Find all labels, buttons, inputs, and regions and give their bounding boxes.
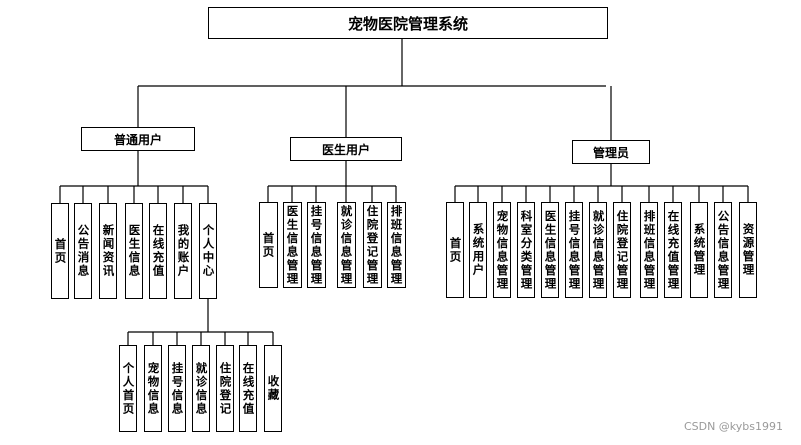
group-1-leaf-5: 排班信息管理 xyxy=(386,202,406,288)
personal-center-leaf-4: 住院登记 xyxy=(216,345,234,432)
system-title-box: 宠物医院管理系统 xyxy=(208,7,608,39)
group-0-leaf-4: 在线充值 xyxy=(149,203,167,299)
group-2-leaf-0: 首页 xyxy=(446,202,464,298)
group-2-leaf-5: 挂号信息管理 xyxy=(565,202,583,298)
group-0-leaf-6: 个人中心 xyxy=(199,203,217,299)
personal-center-leaf-2: 挂号信息 xyxy=(168,345,186,432)
group-1-leaf-0: 首页 xyxy=(258,202,278,288)
group-0-leaf-3: 医生信息 xyxy=(125,203,143,299)
personal-center-leaf-3: 就诊信息 xyxy=(192,345,210,432)
group-2-leaf-9: 在线充值管理 xyxy=(664,202,682,298)
group-1-leaf-3: 就诊信息管理 xyxy=(336,202,356,288)
group-2-box: 管理员 xyxy=(572,140,650,164)
personal-center-leaf-5: 在线充值 xyxy=(239,345,257,432)
group-2-leaf-8: 排班信息管理 xyxy=(640,202,658,298)
group-0-box: 普通用户 xyxy=(81,127,195,151)
group-2-leaf-11: 公告信息管理 xyxy=(714,202,732,298)
group-0-leaf-5: 我的账户 xyxy=(174,203,192,299)
personal-center-leaf-0: 个人首页 xyxy=(119,345,137,432)
group-0-leaf-0: 首页 xyxy=(51,203,69,299)
group-2-leaf-1: 系统用户 xyxy=(469,202,487,298)
personal-center-leaf-1: 宠物信息 xyxy=(144,345,162,432)
watermark-text: CSDN @kybs1991 xyxy=(683,420,783,433)
group-0-leaf-2: 新闻资讯 xyxy=(99,203,117,299)
group-2-leaf-4: 医生信息管理 xyxy=(541,202,559,298)
personal-center-leaf-6: 收藏 xyxy=(264,345,282,432)
group-2-leaf-6: 就诊信息管理 xyxy=(589,202,607,298)
group-1-box: 医生用户 xyxy=(290,137,402,161)
group-1-leaf-2: 挂号信息管理 xyxy=(306,202,326,288)
group-0-leaf-1: 公告消息 xyxy=(74,203,92,299)
group-2-leaf-10: 系统管理 xyxy=(690,202,708,298)
group-2-leaf-12: 资源管理 xyxy=(739,202,757,298)
group-2-leaf-7: 住院登记管理 xyxy=(613,202,631,298)
group-2-leaf-3: 科室分类管理 xyxy=(517,202,535,298)
group-2-leaf-2: 宠物信息管理 xyxy=(493,202,511,298)
group-1-leaf-4: 住院登记管理 xyxy=(362,202,382,288)
group-1-leaf-1: 医生信息管理 xyxy=(282,202,302,288)
